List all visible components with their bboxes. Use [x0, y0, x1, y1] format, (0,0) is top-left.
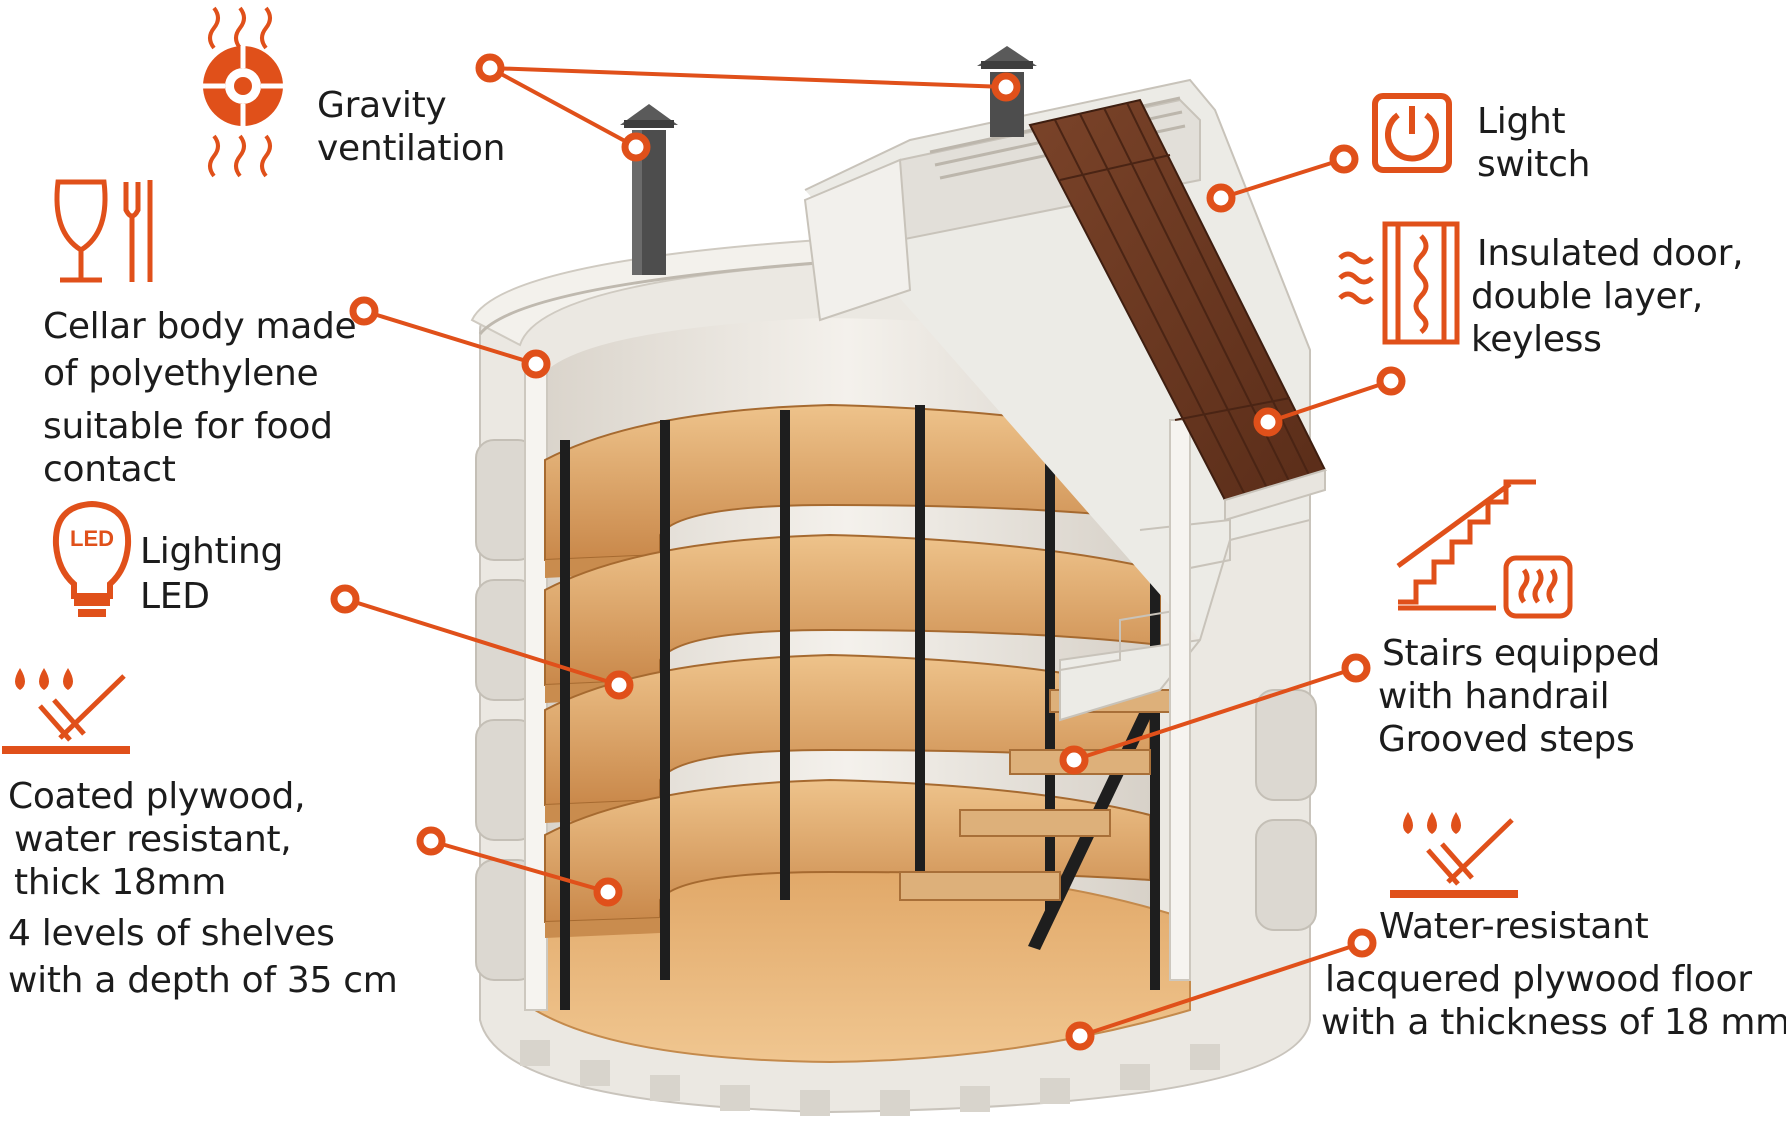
callout-dots	[330, 53, 1406, 1051]
outer-ribs	[475, 439, 1317, 981]
label-stairs: Stairs equipped with handrail Grooved st…	[1378, 633, 1661, 760]
label-gravity-ventilation: Gravity ventilation	[317, 85, 506, 169]
insulated-door-icon	[1338, 221, 1460, 345]
label-lighting-led: Lighting LED	[140, 531, 284, 617]
stair-step	[899, 871, 1061, 901]
vent-pipe-left	[620, 104, 678, 275]
stair-step	[959, 809, 1111, 837]
label-cellar-body: Cellar body made of polyethylene suitabl…	[43, 306, 357, 490]
stairs-icon	[1396, 479, 1536, 611]
led-bulb-icon: LED	[52, 500, 132, 617]
callout-leaders	[344, 66, 1392, 1038]
food-safe-icon	[54, 179, 153, 283]
left-cut-edge	[524, 359, 548, 1011]
insulated-door	[1028, 98, 1327, 522]
top-rim-groove	[478, 260, 831, 335]
label-light-switch: Light switch	[1477, 101, 1591, 185]
label-insulated-door: Insulated door, double layer, keyless	[1471, 233, 1744, 360]
heat-icon	[1503, 555, 1573, 619]
water-drops-icon	[2, 668, 130, 754]
fan-icon	[203, 6, 283, 178]
water-drops-icon	[1390, 812, 1518, 898]
power-icon	[1372, 93, 1452, 173]
svg-text:LED: LED	[70, 526, 114, 551]
label-floor: Water-resistant lacquered plywood floor …	[1321, 906, 1786, 1043]
label-coated-plywood: Coated plywood, water resistant, thick 1…	[8, 776, 398, 1001]
base-teeth	[520, 1040, 1220, 1116]
